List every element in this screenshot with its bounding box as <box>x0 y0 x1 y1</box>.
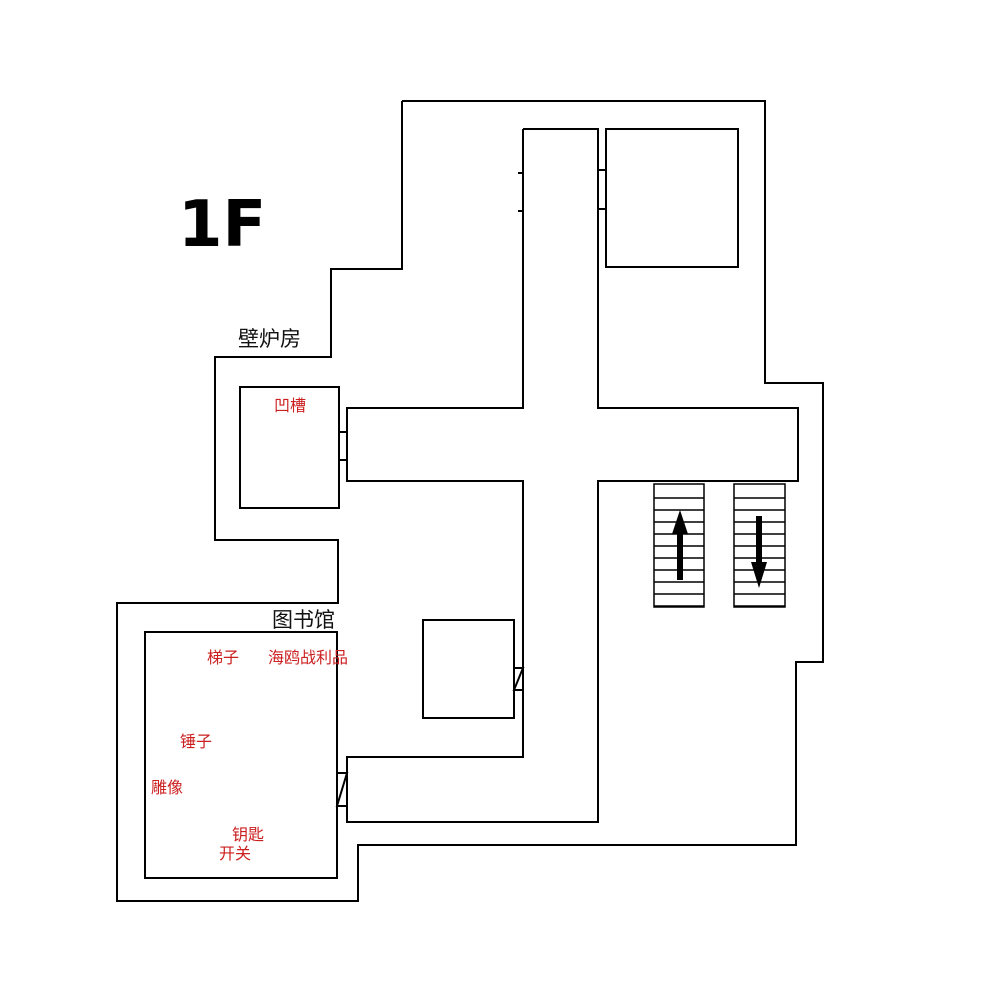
item-ladder: 梯子 <box>207 648 239 667</box>
arrow-up-icon <box>672 510 688 580</box>
item-groove: 凹槽 <box>274 396 306 415</box>
outer-wall <box>116 100 824 902</box>
item-gull-loot: 海鸥战利品 <box>268 648 348 667</box>
fireplace-room <box>239 386 340 509</box>
small-room <box>422 619 515 719</box>
item-key: 钥匙 <box>232 825 264 844</box>
corridor-wall <box>346 128 799 823</box>
arrow-down-icon <box>751 516 767 588</box>
walls <box>116 100 824 902</box>
top-right-room <box>605 128 739 268</box>
stairs <box>653 483 786 608</box>
door-zigzag <box>512 667 525 691</box>
library-room-label: 图书馆 <box>272 608 335 632</box>
door-zigzag <box>335 772 349 807</box>
floor-label: 1F <box>178 188 266 262</box>
item-statue: 雕像 <box>151 778 183 797</box>
library-room <box>144 631 338 879</box>
item-hammer: 锤子 <box>180 732 212 751</box>
item-switch: 开关 <box>219 844 251 863</box>
fireplace-room-label: 壁炉房 <box>238 327 301 351</box>
